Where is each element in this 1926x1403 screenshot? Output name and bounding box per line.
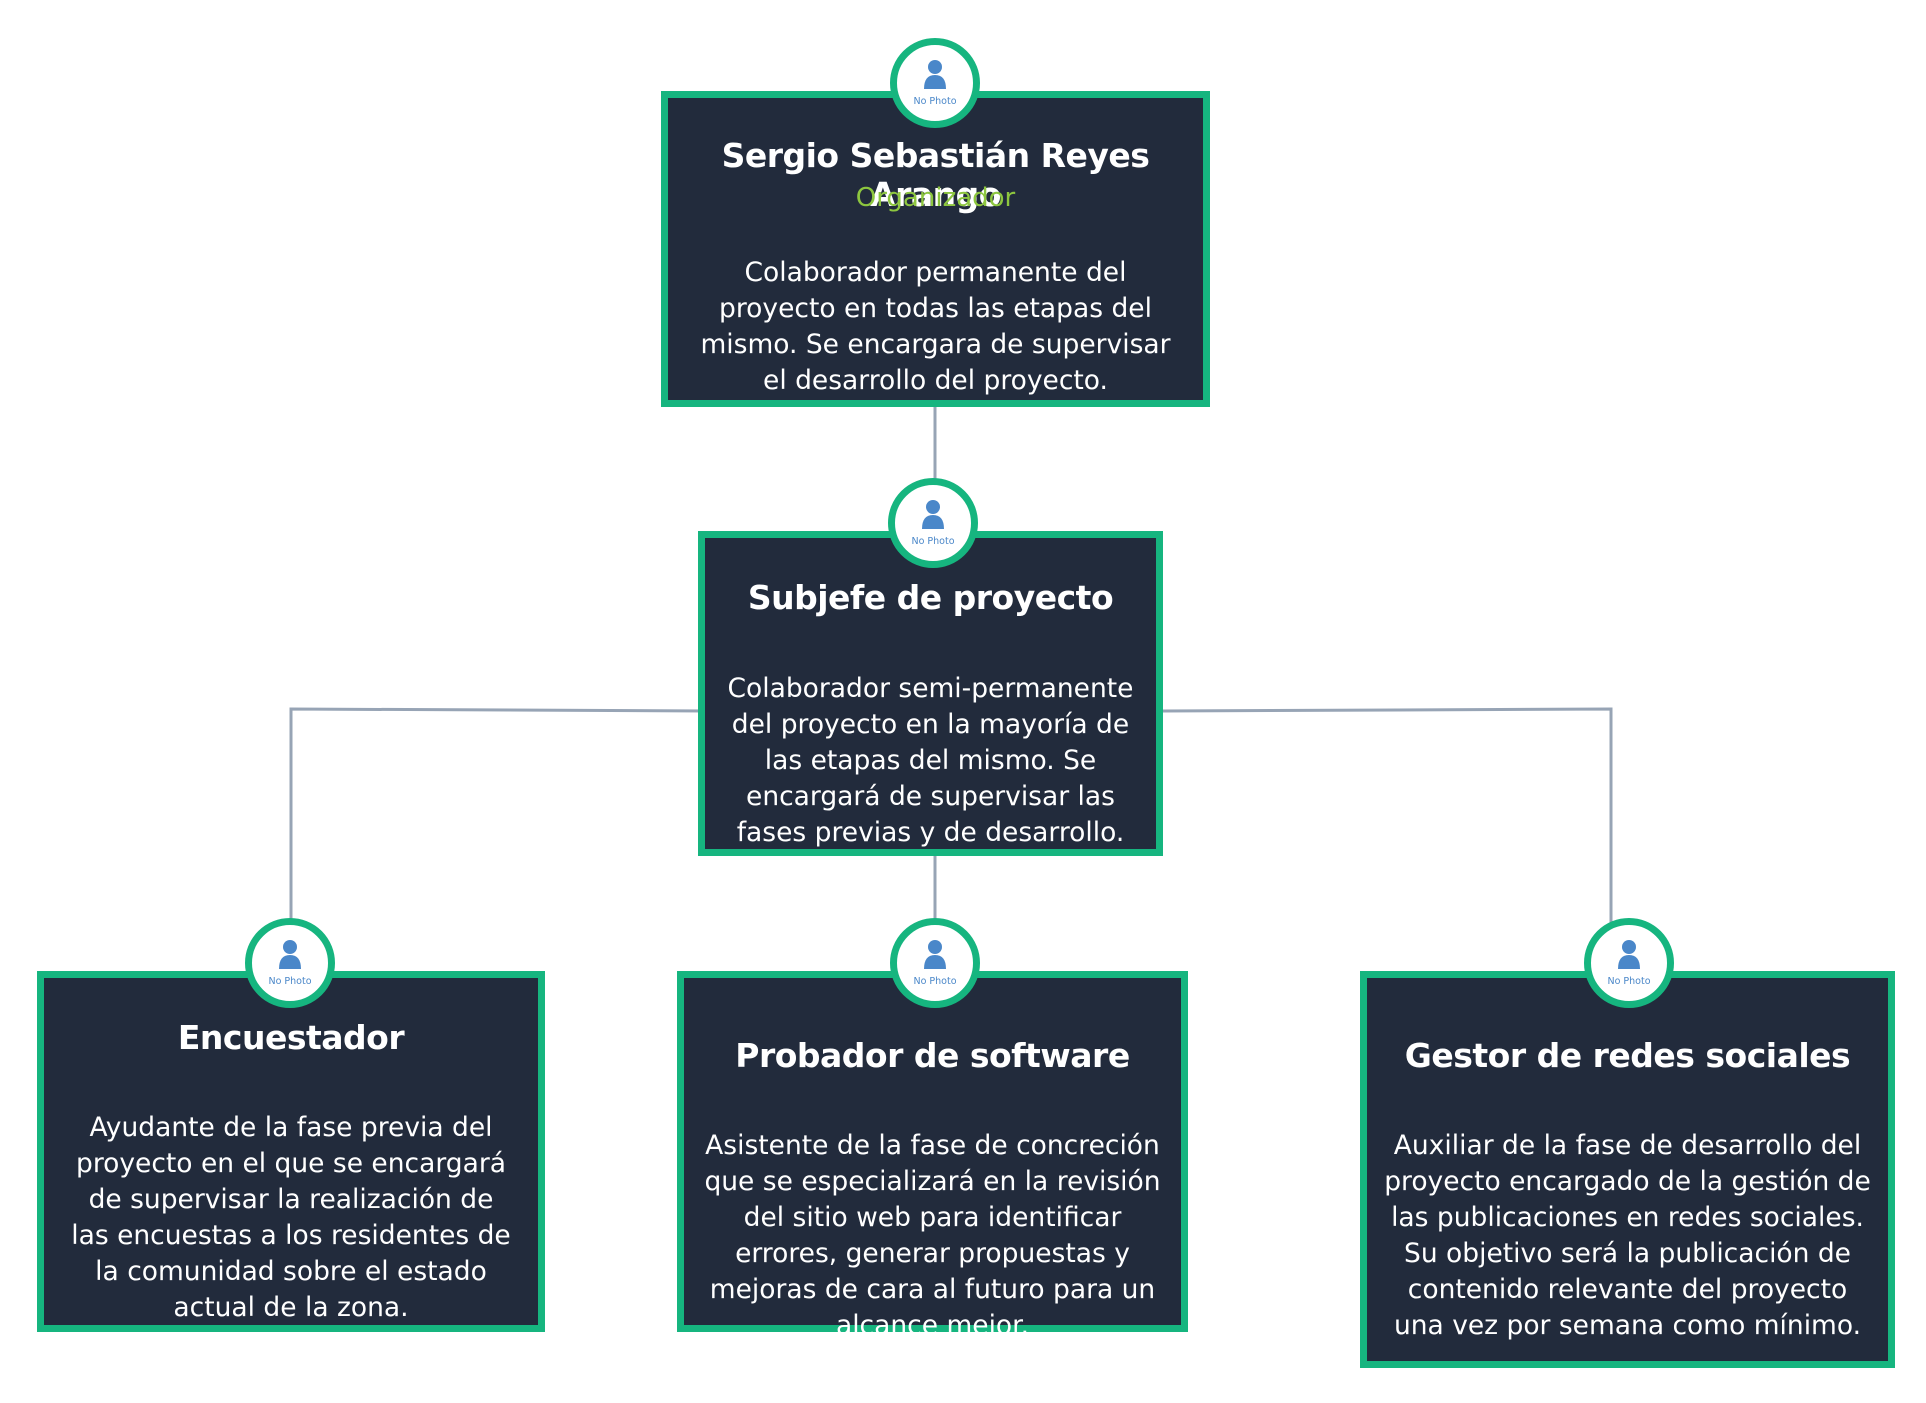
- person-icon: [279, 940, 301, 969]
- node-description: Colaborador semi-permanente del proyecto…: [727, 673, 1134, 848]
- org-node-root[interactable]: Sergio Sebastián Reyes Arango Organizado…: [661, 91, 1210, 407]
- no-photo-label: No Photo: [913, 976, 957, 987]
- node-description: Colaborador permanente del proyecto en t…: [700, 257, 1171, 396]
- node-title: Encuestador: [177, 1018, 405, 1057]
- no-photo-label: No Photo: [911, 536, 955, 547]
- node-title: Probador de software: [735, 1036, 1130, 1075]
- org-node-subjefe[interactable]: Subjefe de proyecto Colaborador semi-per…: [698, 531, 1163, 856]
- org-node-gestor[interactable]: Gestor de redes sociales Auxiliar de la …: [1360, 971, 1895, 1368]
- node-description: Ayudante de la fase previa del proyecto …: [71, 1112, 511, 1323]
- node-title: Gestor de redes sociales: [1404, 1036, 1851, 1075]
- org-node-probador[interactable]: Probador de software Asistente de la fas…: [677, 971, 1188, 1341]
- avatar-encuestador: No Photo: [245, 918, 335, 1008]
- no-photo-label: No Photo: [913, 96, 957, 107]
- person-icon: [924, 940, 946, 969]
- avatar-gestor: No Photo: [1584, 918, 1674, 1008]
- avatar-subjefe: No Photo: [888, 478, 978, 568]
- avatar-probador: No Photo: [890, 918, 980, 1008]
- person-icon: [924, 60, 946, 89]
- node-title: Sergio Sebastián Reyes Arango: [721, 136, 1150, 214]
- node-title: Subjefe de proyecto: [747, 578, 1114, 617]
- no-photo-label: No Photo: [1607, 976, 1651, 987]
- no-photo-label: No Photo: [268, 976, 312, 987]
- node-description: Asistente de la fase de concreción que s…: [704, 1130, 1161, 1341]
- node-description: Auxiliar de la fase de desarrollo del pr…: [1384, 1130, 1871, 1341]
- connector-subjefe-encuestador: [289, 707, 707, 926]
- org-node-encuestador[interactable]: Encuestador Ayudante de la fase previa d…: [37, 971, 545, 1332]
- connector-subjefe-gestor: [1162, 707, 1613, 926]
- person-icon: [922, 500, 944, 529]
- avatar-root: No Photo: [890, 38, 980, 128]
- person-icon: [1618, 940, 1640, 969]
- node-role: Organizador: [855, 183, 1016, 213]
